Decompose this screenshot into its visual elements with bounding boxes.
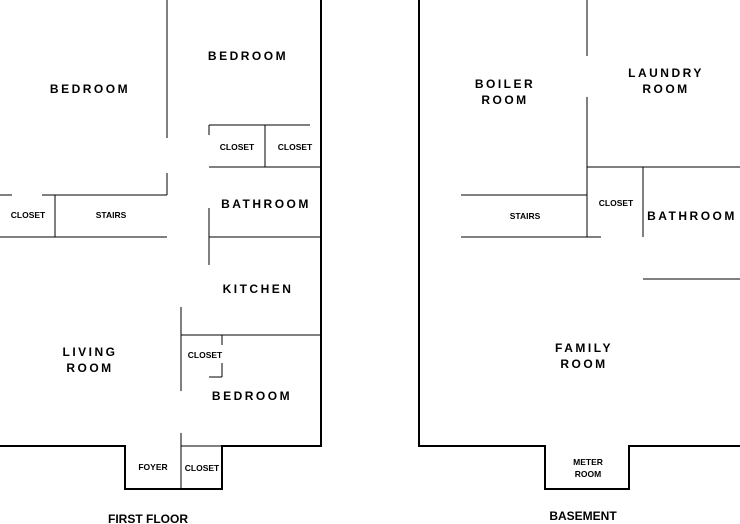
closet-label: CLOSET [185, 463, 220, 473]
room-label: LAUNDRY [628, 66, 704, 80]
room-label: BEDROOM [208, 49, 288, 63]
closet-label: CLOSET [11, 210, 46, 220]
room-label: ROOM [642, 82, 689, 96]
room-label: BATHROOM [221, 197, 311, 211]
room-label: BEDROOM [212, 389, 292, 403]
room-label: FAMILY [555, 341, 613, 355]
room-label: KITCHEN [223, 282, 294, 296]
floor-title: FIRST FLOOR [108, 512, 188, 524]
room-label: ROOM [481, 93, 528, 107]
first-floor-plan: BEDROOM BEDROOM CLOSET CLOSET CLOSET STA… [0, 0, 322, 524]
floor-title: BASEMENT [549, 509, 617, 523]
room-label: LIVING [62, 345, 117, 359]
room-label: BOILER [475, 77, 535, 91]
foyer-label: FOYER [138, 462, 167, 472]
room-label: BEDROOM [50, 82, 130, 96]
room-label: ROOM [66, 361, 113, 375]
room-label: BATHROOM [647, 209, 737, 223]
basement-plan: BOILER ROOM LAUNDRY ROOM STAIRS CLOSET B… [418, 0, 740, 523]
closet-label: CLOSET [220, 142, 255, 152]
closet-label: CLOSET [278, 142, 313, 152]
stairs-label: STAIRS [96, 210, 127, 220]
closet-label: CLOSET [599, 198, 634, 208]
closet-label: CLOSET [188, 350, 223, 360]
room-label: ROOM [560, 357, 607, 371]
meter-label: METER [573, 457, 603, 467]
stairs-label: STAIRS [510, 211, 541, 221]
meter-label: ROOM [575, 469, 601, 479]
